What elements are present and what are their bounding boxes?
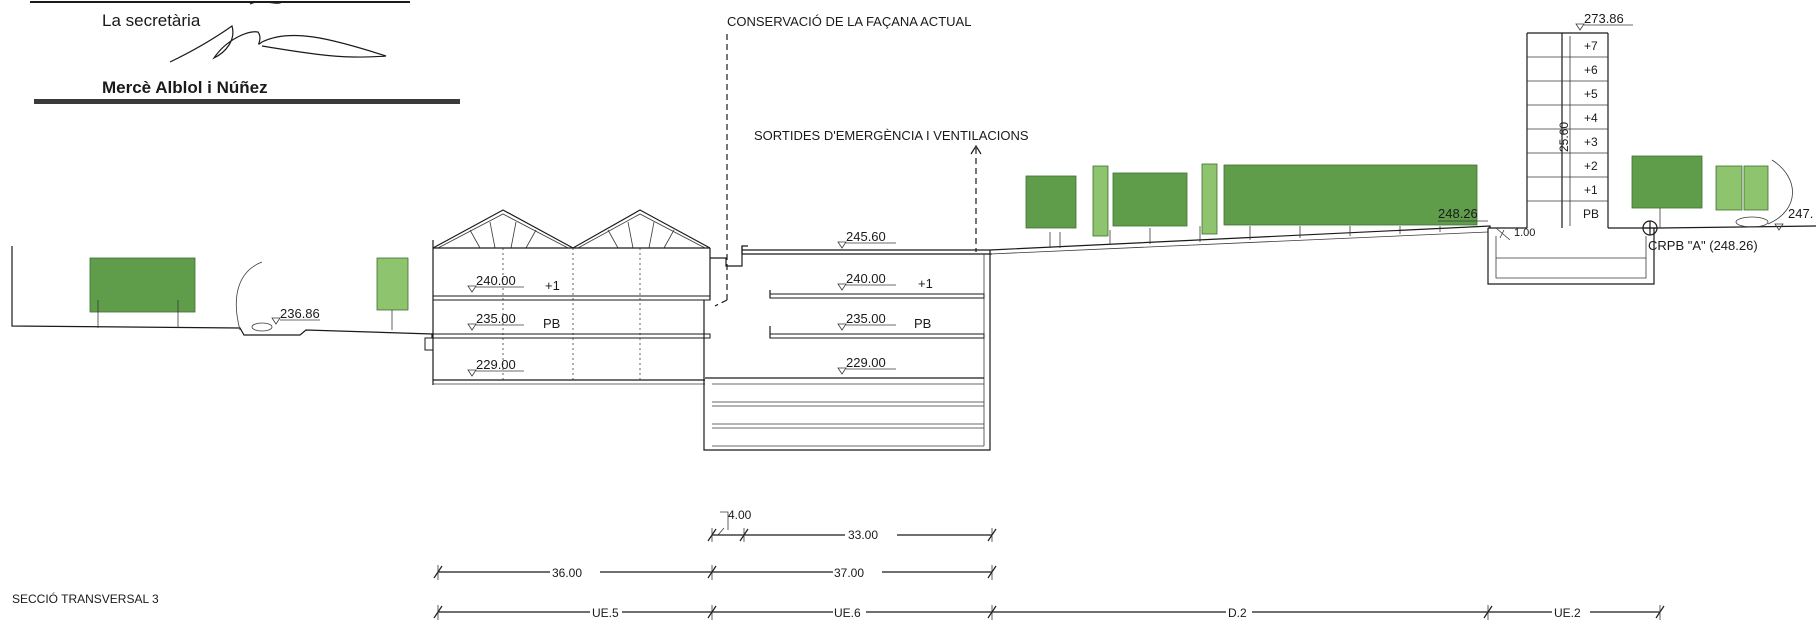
tree-right-3 <box>1112 172 1188 227</box>
signature-underline <box>34 99 460 104</box>
svg-text:229.00: 229.00 <box>846 355 886 370</box>
svg-text:247.: 247. <box>1788 206 1813 221</box>
step-marker: 1.00 <box>1495 227 1535 241</box>
svg-text:4.00: 4.00 <box>728 508 752 522</box>
level-left-basement: 229.00 <box>467 357 524 377</box>
level-right-street: 248.26 <box>1438 206 1488 222</box>
ground-left <box>11 246 433 338</box>
svg-text:UE.5: UE.5 <box>592 606 619 620</box>
signature-block: La secretària Mercè Alblol i Núñez <box>30 1 460 104</box>
dimension-row-1: 4.00 33.00 <box>707 508 997 542</box>
level-mid-roof: 245.60 <box>837 229 896 249</box>
tower-floor-label: +4 <box>1584 111 1598 125</box>
svg-text:UE.2: UE.2 <box>1554 606 1581 620</box>
svg-text:CRPB "A" (248.26): CRPB "A" (248.26) <box>1648 238 1758 253</box>
tower-floor-label: +2 <box>1584 159 1598 173</box>
level-left-pb: 235.00 PB <box>467 311 560 331</box>
tower-floor-label: +7 <box>1584 39 1598 53</box>
crpb-marker: CRPB "A" (248.26) <box>1642 220 1758 253</box>
level-mid-l1: 240.00 +1 <box>837 271 933 291</box>
tree-far-right-2 <box>1715 165 1743 211</box>
level-street-left: 236.86 <box>251 306 320 332</box>
svg-text:25.60: 25.60 <box>1557 122 1571 152</box>
svg-text:1.00: 1.00 <box>1514 227 1535 239</box>
tree-left-1 <box>89 257 196 328</box>
svg-text:248.26: 248.26 <box>1438 206 1478 221</box>
tower-height: 25.60 <box>1557 36 1571 226</box>
section-title: SECCIÓ TRANSVERSAL 3 <box>12 591 159 606</box>
svg-text:+1: +1 <box>545 278 560 293</box>
ground-right <box>989 225 1491 255</box>
tower-floor-label: +5 <box>1584 87 1598 101</box>
handwritten-signature <box>169 1 387 63</box>
tree-left-2 <box>376 257 409 330</box>
svg-text:273.86: 273.86 <box>1584 11 1624 26</box>
underground-building <box>703 246 992 451</box>
facade-annotation: CONSERVACIÓ DE LA FAÇANA ACTUAL <box>727 14 971 29</box>
svg-text:245.60: 245.60 <box>846 229 886 244</box>
svg-text:PB: PB <box>914 316 931 331</box>
svg-text:236.86: 236.86 <box>280 306 320 321</box>
svg-text:+1: +1 <box>918 276 933 291</box>
tower-floor-label: +6 <box>1584 63 1598 77</box>
tree-right-1 <box>1025 175 1077 229</box>
svg-text:37.00: 37.00 <box>834 566 864 580</box>
svg-text:235.00: 235.00 <box>476 311 516 326</box>
tree-far-right-1 <box>1631 155 1703 228</box>
street-lamp <box>1767 159 1793 225</box>
exits-annotation: SORTIDES D'EMERGÈNCIA I VENTILACIONS <box>754 128 1029 143</box>
svg-text:33.00: 33.00 <box>848 528 878 542</box>
signature-name: Mercè Alblol i Núñez <box>102 78 268 97</box>
tower-floor-label: +3 <box>1584 135 1598 149</box>
tower-floor-label: +1 <box>1584 183 1598 197</box>
tower-floor-label: PB <box>1583 207 1599 221</box>
svg-text:UE.6: UE.6 <box>834 606 861 620</box>
level-mid-pb: 235.00 PB <box>837 311 931 331</box>
tower-building <box>1526 32 1609 228</box>
tower-floors: +7 +6 +5 +4 +3 +2 +1 PB <box>1583 39 1599 221</box>
svg-text:240.00: 240.00 <box>846 271 886 286</box>
svg-text:PB: PB <box>543 316 560 331</box>
level-left-l1: 240.00 +1 <box>467 273 560 293</box>
tree-right-5 <box>1223 164 1478 226</box>
svg-text:36.00: 36.00 <box>552 566 582 580</box>
level-right-edge: 247. <box>1774 206 1813 231</box>
car-symbol <box>1735 216 1769 228</box>
dimension-row-3: UE.5 UE.6 D.2 UE.2 <box>433 605 1665 620</box>
level-mid-basement: 229.00 <box>837 355 896 375</box>
svg-text:D.2: D.2 <box>1228 606 1247 620</box>
tree-right-4 <box>1201 163 1218 235</box>
signature-role: La secretària <box>102 11 201 30</box>
ground-far-right <box>1659 225 1816 229</box>
svg-text:229.00: 229.00 <box>476 357 516 372</box>
industrial-building <box>424 209 748 385</box>
dimension-row-2: 36.00 37.00 <box>433 565 997 580</box>
svg-text:240.00: 240.00 <box>476 273 516 288</box>
level-tower-top: 273.86 <box>1575 11 1633 31</box>
tree-right-2 <box>1092 165 1109 237</box>
tree-far-right-3 <box>1743 165 1769 211</box>
svg-text:235.00: 235.00 <box>846 311 886 326</box>
